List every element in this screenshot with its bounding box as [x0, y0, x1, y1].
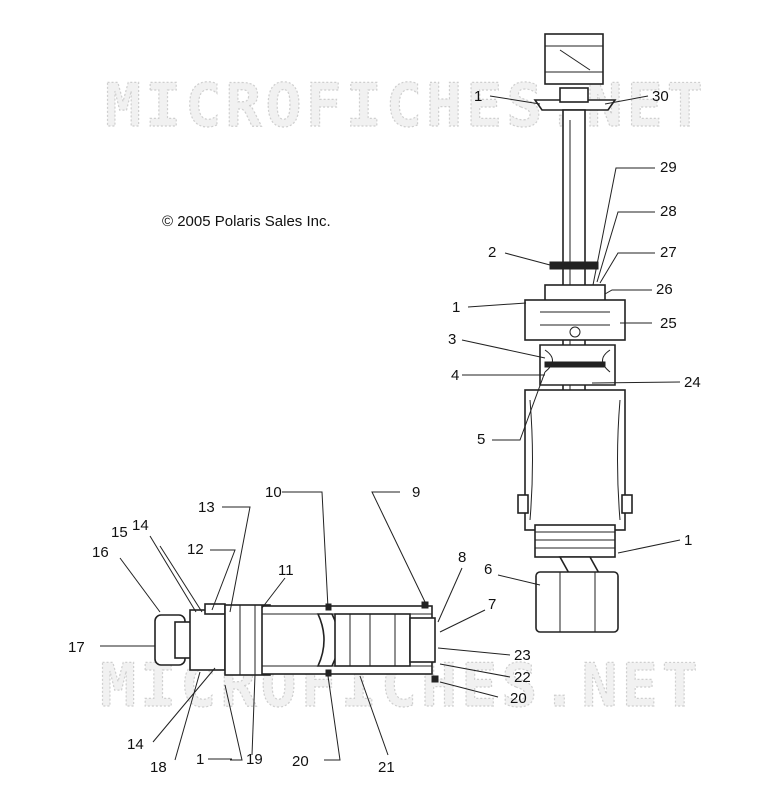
fitting-body — [189, 609, 226, 671]
watermark-top: MICROFICHES.NET — [105, 71, 707, 141]
vertical-shock — [517, 33, 633, 633]
callout-20: 20 — [510, 690, 527, 707]
threaded-end — [534, 524, 616, 558]
callout-1: 1 — [474, 88, 482, 105]
callout-1: 1 — [196, 751, 204, 768]
callout-9: 9 — [412, 484, 420, 501]
callout-8: 8 — [458, 549, 466, 566]
shock-body — [524, 389, 626, 531]
callout-14: 14 — [132, 517, 149, 534]
callout-labels: 1 30 29 28 2 27 1 26 25 3 4 24 5 1 6 10 … — [68, 88, 701, 776]
callout-15: 15 — [111, 524, 128, 541]
callout-19: 19 — [246, 751, 263, 768]
callout-23: 23 — [514, 647, 531, 664]
callout-14: 14 — [127, 736, 144, 753]
callout-11: 11 — [278, 562, 294, 579]
callout-1: 1 — [452, 299, 460, 316]
reservoir — [154, 601, 439, 683]
callout-7: 7 — [488, 596, 496, 613]
callout-6: 6 — [484, 561, 492, 578]
top-eyelet — [544, 33, 604, 85]
callout-26: 26 — [656, 281, 673, 298]
callout-4: 4 — [451, 367, 459, 384]
callout-5: 5 — [477, 431, 485, 448]
callout-24: 24 — [684, 374, 701, 391]
collar-ring — [549, 261, 599, 270]
callout-12: 12 — [187, 541, 204, 558]
callout-30: 30 — [652, 88, 669, 105]
callout-3: 3 — [448, 331, 456, 348]
callout-27: 27 — [660, 244, 677, 261]
leader-lines — [100, 95, 681, 761]
copyright-text: © 2005 Polaris Sales Inc. — [162, 213, 331, 230]
callout-17: 17 — [68, 639, 85, 656]
callout-10: 10 — [265, 484, 282, 501]
bottom-eyelet — [535, 571, 619, 633]
callout-29: 29 — [660, 159, 677, 176]
inner-body — [334, 613, 411, 667]
callout-25: 25 — [660, 315, 677, 332]
callout-28: 28 — [660, 203, 677, 220]
callout-1: 1 — [684, 532, 692, 549]
callout-13: 13 — [198, 499, 215, 516]
callout-18: 18 — [150, 759, 167, 776]
callout-16: 16 — [92, 544, 109, 561]
reservoir-end — [409, 617, 436, 663]
callout-2: 2 — [488, 244, 496, 261]
callout-22: 22 — [514, 669, 531, 686]
callout-21: 21 — [378, 759, 395, 776]
seal-head — [524, 299, 626, 341]
callout-20: 20 — [292, 753, 309, 770]
